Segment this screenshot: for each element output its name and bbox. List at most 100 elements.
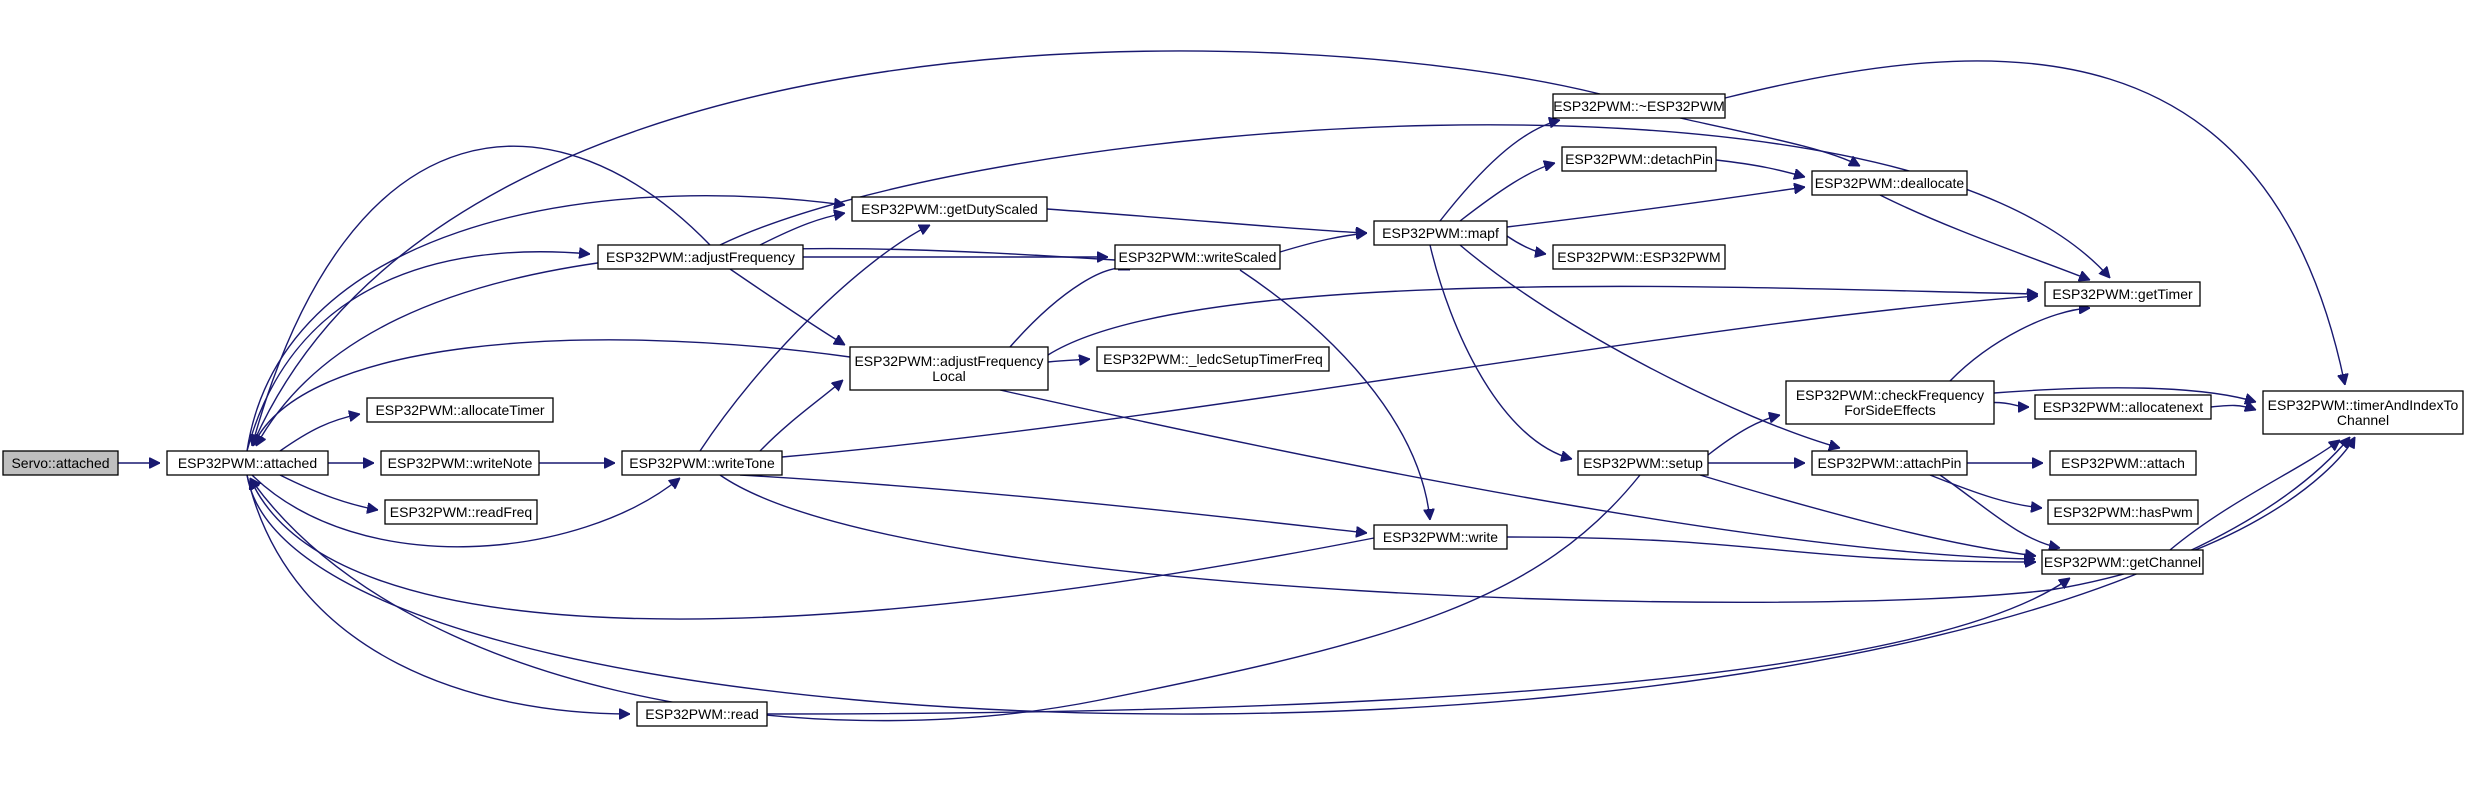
edge-path: [1459, 163, 1555, 222]
node-allocateTimer[interactable]: ESP32PWM::allocateTimer: [366, 397, 554, 423]
edge-path: [729, 268, 845, 345]
call-edge-writeScaled-to-mapf: [1279, 233, 1367, 253]
node-setup[interactable]: ESP32PWM::setup: [1577, 450, 1709, 476]
node-label: ESP32PWM::_ledcSetupTimerFreq: [1103, 351, 1323, 367]
edge-path: [246, 437, 2350, 715]
call-edge-adjustFrequency-to-attached: [252, 145, 711, 446]
edge-path: [766, 578, 2070, 715]
call-edge-adjustFrequencyLocal-to-getTimer: [1047, 285, 2038, 356]
node-box: [1811, 450, 1968, 476]
node-box: [1552, 93, 1726, 119]
call-edge-checkFreq-to-allocatenext: [1993, 403, 2029, 408]
node-label: Channel: [2337, 412, 2389, 428]
call-edge-attachPin-to-hasPwm: [1929, 474, 2042, 508]
node-writeNote[interactable]: ESP32PWM::writeNote: [380, 450, 540, 476]
node-box: [1096, 346, 1330, 372]
node-attached[interactable]: ESP32PWM::attached: [166, 450, 329, 476]
node-attachPin[interactable]: ESP32PWM::attachPin: [1811, 450, 1968, 476]
node-label: ESP32PWM::attached: [178, 455, 317, 471]
node-box: [1561, 146, 1717, 172]
node-constructor[interactable]: ESP32PWM::ESP32PWM: [1552, 244, 1726, 270]
node-write[interactable]: ESP32PWM::write: [1373, 524, 1508, 550]
edge-path: [1993, 403, 2029, 408]
edge-path: [252, 145, 711, 446]
node-label: ESP32PWM::writeNote: [388, 455, 533, 471]
node-deallocate[interactable]: ESP32PWM::deallocate: [1811, 170, 1968, 196]
node-readFreq[interactable]: ESP32PWM::readFreq: [384, 499, 538, 525]
node-adjustFrequency[interactable]: ESP32PWM::adjustFrequency: [597, 244, 804, 270]
node-box: [1577, 450, 1709, 476]
node-read[interactable]: ESP32PWM::read: [636, 701, 768, 727]
call-edge-destructor-to-deallocate: [1679, 117, 1860, 167]
edge-path: [1506, 235, 1546, 254]
node-attach[interactable]: ESP32PWM::attach: [2049, 450, 2197, 476]
node-detachPin[interactable]: ESP32PWM::detachPin: [1561, 146, 1717, 172]
node-hasPwm[interactable]: ESP32PWM::hasPwm: [2047, 499, 2199, 525]
node-label: ESP32PWM::allocatenext: [2043, 399, 2203, 415]
edge-path: [999, 389, 2035, 559]
call-edge-attached-to-writeTone: [251, 474, 680, 548]
call-edge-adjustFrequency-to-getTimer: [719, 124, 2110, 278]
call-edge-mapf-to-destructor: [1439, 120, 1560, 222]
node-box: [384, 499, 538, 525]
node-label: ESP32PWM::hasPwm: [2053, 504, 2192, 520]
node-mapf[interactable]: ESP32PWM::mapf: [1373, 220, 1508, 246]
edge-path: [1239, 269, 1430, 520]
edge-path: [759, 380, 843, 452]
edge-path: [246, 252, 590, 452]
node-label: ESP32PWM::~ESP32PWM: [1553, 98, 1725, 114]
call-edge-attached-to-getDutyScaled: [246, 195, 845, 452]
call-edge-adjustFrequency-to-adjustFrequencyLocal: [729, 268, 845, 345]
edge-path: [739, 474, 1367, 533]
node-label: ESP32PWM::getTimer: [2052, 286, 2193, 302]
node-label: ESP32PWM::checkFrequency: [1796, 387, 1984, 403]
node-label: Local: [932, 368, 965, 384]
edge-path: [246, 474, 630, 714]
node-getDutyScaled[interactable]: ESP32PWM::getDutyScaled: [851, 196, 1048, 222]
edge-path: [279, 474, 378, 510]
node-box: [366, 397, 554, 423]
node-box: [851, 196, 1048, 222]
call-edge-writeTone-to-timerAndIndex: [719, 437, 2355, 603]
node-label: ESP32PWM::adjustFrequency: [854, 353, 1043, 369]
node-writeScaled[interactable]: ESP32PWM::writeScaled: [1114, 244, 1281, 270]
call-edge-adjustFrequency-to-getDutyScaled: [759, 213, 845, 246]
call-edge-checkFreq-to-timerAndIndex: [1993, 387, 2256, 402]
edge-path: [781, 296, 2038, 458]
node-servo_attached[interactable]: Servo::attached: [2, 450, 119, 476]
node-writeTone[interactable]: ESP32PWM::writeTone: [621, 450, 783, 476]
node-box: [2049, 450, 2197, 476]
call-edge-attached-to-timerAndIndex: [246, 437, 2350, 715]
call-edge-write-to-getChannel: [1506, 536, 2036, 562]
node-ledcSetupTimerFreq[interactable]: ESP32PWM::_ledcSetupTimerFreq: [1096, 346, 1330, 372]
node-allocatenext[interactable]: ESP32PWM::allocatenext: [2034, 394, 2212, 420]
edge-path: [246, 195, 845, 452]
call-edge-adjustFrequencyLocal-to-attached: [253, 339, 851, 446]
edge-path: [1279, 233, 1367, 253]
edge-path: [1506, 536, 2036, 562]
call-edge-writeTone-to-write: [739, 474, 1367, 533]
node-box: [166, 450, 329, 476]
edge-path: [1879, 194, 2090, 280]
node-box: [1811, 170, 1968, 196]
edge-path: [1046, 208, 1367, 233]
node-getTimer[interactable]: ESP32PWM::getTimer: [2044, 281, 2201, 307]
node-label: ESP32PWM::allocateTimer: [375, 402, 544, 418]
node-getChannel[interactable]: ESP32PWM::getChannel: [2041, 549, 2204, 575]
node-box: [2047, 499, 2199, 525]
node-box: [849, 346, 1049, 391]
call-edge-adjustFrequencyLocal-to-writeScaled: [1009, 268, 1130, 348]
edge-path: [1459, 244, 1840, 448]
call-edge-attached-to-adjustFrequency: [246, 252, 590, 452]
node-label: ForSideEffects: [1844, 402, 1936, 418]
call-edge-writeTone-to-getTimer: [781, 296, 2038, 458]
node-label: ESP32PWM::readFreq: [390, 504, 532, 520]
edge-path: [251, 474, 680, 548]
node-label: ESP32PWM::timerAndIndexTo: [2268, 397, 2459, 413]
node-destructor[interactable]: ESP32PWM::~ESP32PWM: [1552, 93, 1726, 119]
